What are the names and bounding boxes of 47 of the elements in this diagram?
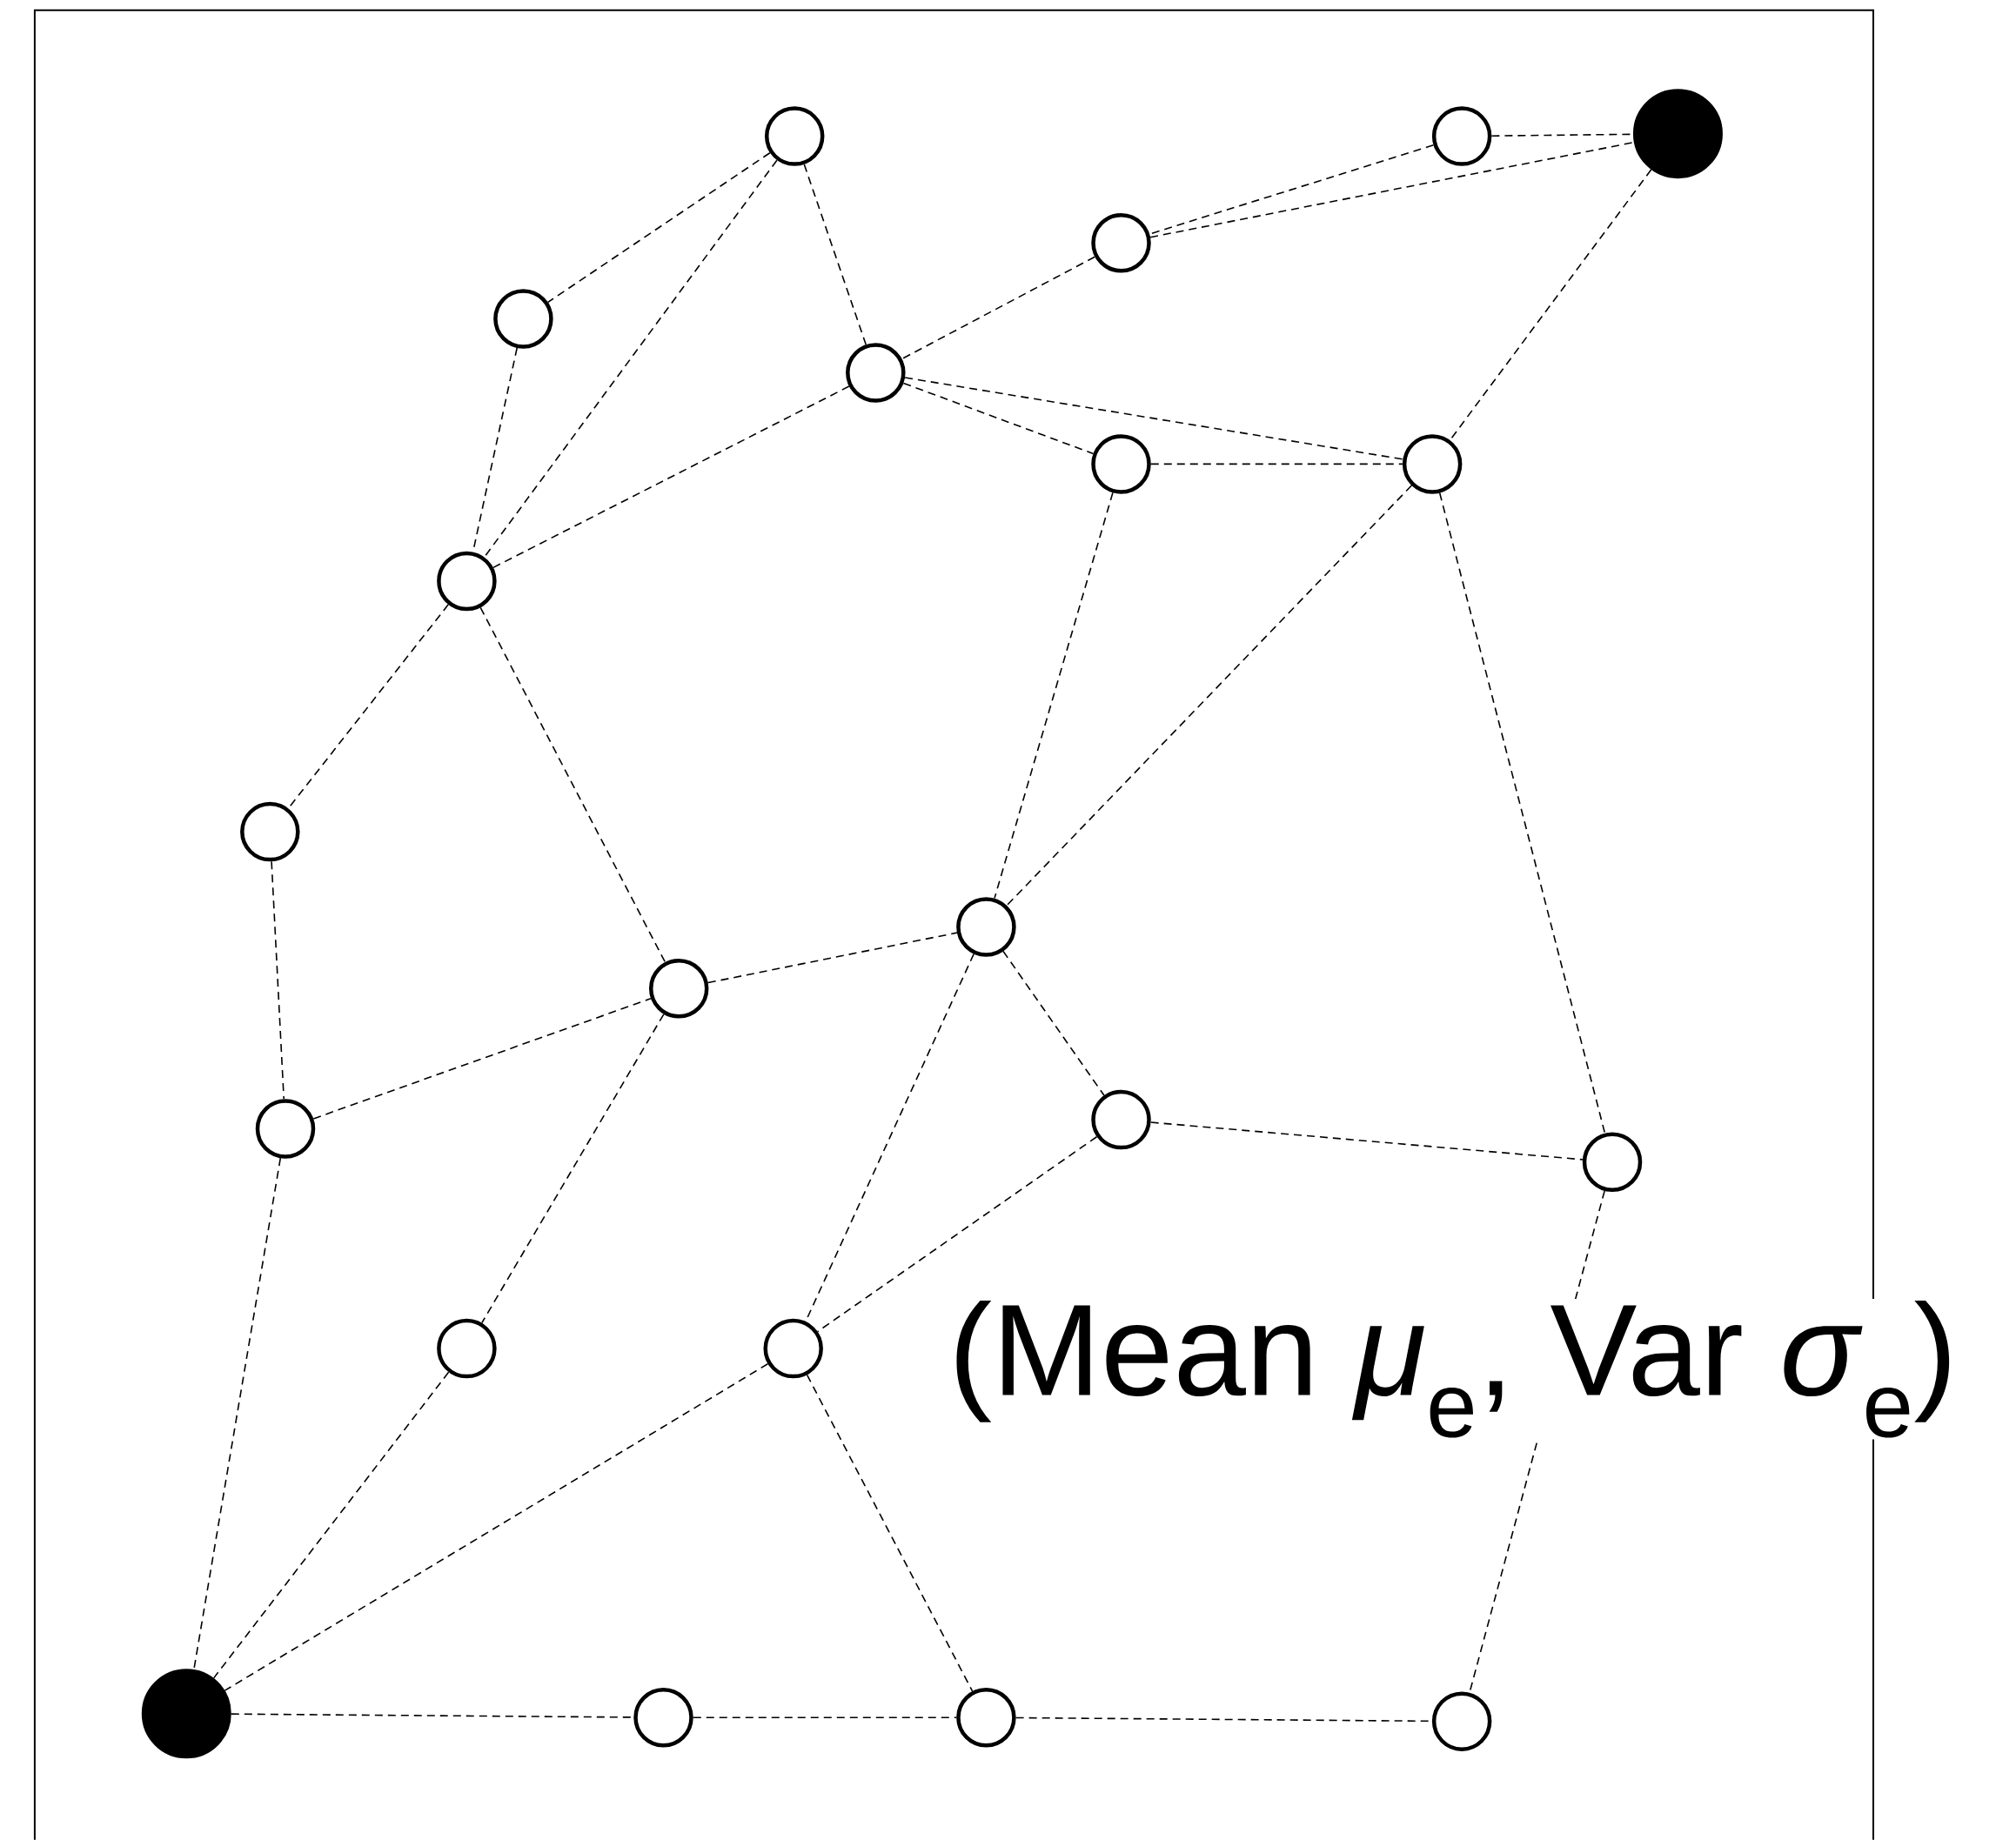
- open-circle: [763, 1318, 823, 1379]
- open-circle: [1091, 434, 1151, 494]
- dashed-line: [1149, 141, 1635, 238]
- open-circle: [956, 1688, 1016, 1748]
- dashed-line: [547, 151, 771, 304]
- dashed-line: [904, 377, 1404, 460]
- dashed-line: [1438, 492, 1606, 1134]
- dashed-line: [224, 1363, 769, 1691]
- dashed-line: [803, 164, 867, 345]
- open-circle: [437, 1318, 497, 1379]
- open-circle: [846, 343, 906, 403]
- dashed-line: [1149, 463, 1403, 465]
- dashed-line: [193, 1157, 282, 1670]
- dashed-line: [287, 604, 450, 809]
- dashed-line: [707, 932, 958, 984]
- dashed-line: [1002, 950, 1105, 1096]
- open-circle: [633, 1688, 693, 1748]
- open-circle: [255, 1099, 316, 1159]
- open-circle: [648, 959, 709, 1019]
- dashed-line: [994, 492, 1114, 900]
- open-circle: [493, 289, 553, 349]
- dashed-line: [479, 606, 666, 963]
- open-circle: [1431, 1691, 1492, 1751]
- dashed-line: [1006, 485, 1413, 907]
- formula-label: (Mean μ$_{e}$, Var σ$_{e}$): [947, 1298, 1959, 1440]
- open-circle: [240, 801, 300, 862]
- open-circle: [1091, 1089, 1151, 1150]
- open-circle: [1402, 434, 1463, 494]
- dashed-line: [1149, 1121, 1584, 1161]
- open-circle: [1431, 106, 1492, 166]
- open-circle: [1582, 1132, 1643, 1193]
- dashed-line: [212, 1371, 450, 1679]
- open-circle: [437, 551, 497, 612]
- dashed-line: [492, 385, 850, 569]
- dashed-line: [806, 1374, 974, 1692]
- dashed-line: [271, 860, 285, 1100]
- open-circle: [956, 897, 1016, 957]
- filled-circle: [1632, 89, 1723, 179]
- dashed-line: [901, 256, 1096, 360]
- filled-circle: [141, 1669, 231, 1759]
- dashed-line: [817, 1135, 1098, 1333]
- dashed-line: [481, 1014, 665, 1324]
- dashed-line: [692, 1716, 957, 1719]
- open-circle: [1091, 213, 1151, 273]
- dashed-line: [312, 998, 652, 1120]
- open-circle: [764, 106, 825, 166]
- dashed-line: [902, 382, 1095, 455]
